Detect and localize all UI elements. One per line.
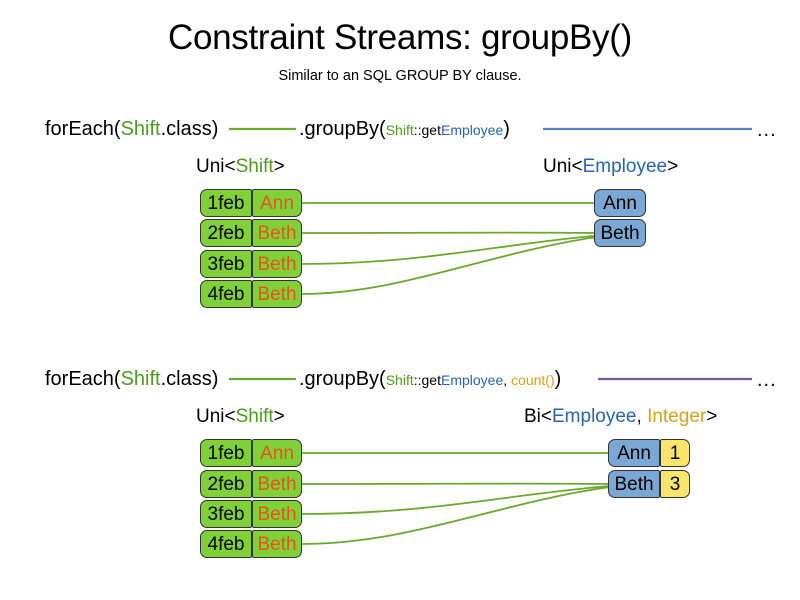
employee-name: Ann bbox=[594, 189, 646, 217]
shift-date: 3feb bbox=[200, 500, 252, 528]
shift-fact-row[interactable]: 2feb Beth bbox=[200, 219, 302, 247]
link-shift-3feb-beth bbox=[301, 234, 604, 265]
mapper-class: Shift bbox=[385, 372, 414, 388]
employee-count-row[interactable]: Ann 1 bbox=[608, 439, 690, 467]
for-each-close: .class) bbox=[160, 118, 219, 140]
shift-employee: Beth bbox=[252, 219, 302, 247]
link-shift-4feb-beth bbox=[301, 235, 604, 295]
mapper-separator: ::get bbox=[413, 372, 441, 388]
shift-date: 2feb bbox=[200, 470, 252, 498]
shift-fact-row[interactable]: 4feb Beth bbox=[200, 530, 302, 558]
shift-fact-row[interactable]: 1feb Ann bbox=[200, 439, 302, 467]
shift-date: 4feb bbox=[200, 280, 252, 308]
employee-name: Ann bbox=[608, 439, 660, 467]
trailing-ellipsis-1: ... bbox=[757, 119, 777, 141]
page-title: Constraint Streams: groupBy() bbox=[168, 18, 632, 57]
page-subtitle: Similar to an SQL GROUP BY clause. bbox=[278, 68, 522, 84]
left-type-label-2: Uni<Shift> bbox=[196, 406, 285, 428]
right-type-prefix: Uni< bbox=[543, 156, 583, 177]
code-line-groupby-single: forEach(Shift.class) bbox=[45, 119, 218, 139]
group-by-close: ) bbox=[554, 368, 562, 390]
group-by-open: .groupBy( bbox=[299, 368, 386, 390]
employee-result-row[interactable]: Beth bbox=[594, 219, 646, 247]
shift-fact-row[interactable]: 3feb Beth bbox=[200, 500, 302, 528]
for-each-close: .class) bbox=[160, 368, 219, 390]
employee-result-row[interactable]: Ann bbox=[594, 189, 646, 217]
collector-separator: , bbox=[503, 372, 512, 388]
code-line-groupby-count: forEach(Shift.class) bbox=[45, 369, 218, 389]
left-type-suffix: > bbox=[273, 156, 285, 177]
link2-shift-4feb-beth bbox=[301, 486, 611, 545]
trailing-ellipsis-2: ... bbox=[757, 369, 777, 391]
shift-date: 2feb bbox=[200, 219, 252, 247]
employee-count: 3 bbox=[660, 470, 690, 498]
link2-shift-3feb-beth bbox=[301, 485, 611, 515]
left-type-name: Shift bbox=[235, 406, 274, 427]
for-each-open: forEach( bbox=[45, 118, 121, 140]
right-type-prefix: Bi< bbox=[524, 406, 552, 427]
right-type-suffix: > bbox=[667, 156, 679, 177]
employee-name: Beth bbox=[608, 470, 660, 498]
shift-employee: Ann bbox=[252, 439, 302, 467]
shift-fact-row[interactable]: 1feb Ann bbox=[200, 189, 302, 217]
group-by-call-count: .groupBy(Shift::getEmployee, count()) bbox=[299, 369, 561, 389]
shift-employee: Beth bbox=[252, 500, 302, 528]
employee-name: Beth bbox=[594, 219, 646, 247]
shift-date: 3feb bbox=[200, 250, 252, 278]
employee-count-row[interactable]: Beth 3 bbox=[608, 470, 690, 498]
left-type-prefix: Uni< bbox=[196, 156, 236, 177]
for-each-open: forEach( bbox=[45, 368, 121, 390]
group-by-close: ) bbox=[503, 118, 510, 140]
shift-employee: Ann bbox=[252, 189, 302, 217]
right-type-suffix: > bbox=[706, 406, 718, 427]
shift-employee: Beth bbox=[252, 280, 302, 308]
mapper-property: Employee bbox=[440, 372, 504, 388]
right-type-label-1: Uni<Employee> bbox=[543, 156, 678, 178]
collector-count: count() bbox=[511, 372, 555, 388]
for-each-type: Shift bbox=[120, 368, 161, 390]
mapper-property: Employee bbox=[440, 122, 504, 138]
right-type-separator: , bbox=[636, 406, 648, 427]
for-each-type: Shift bbox=[120, 118, 161, 140]
group-by-call-single: .groupBy(Shift::getEmployee) bbox=[299, 119, 510, 139]
right-type-name-2: Integer bbox=[647, 406, 707, 427]
shift-employee: Beth bbox=[252, 470, 302, 498]
left-type-name: Shift bbox=[235, 156, 274, 177]
employee-count: 1 bbox=[660, 439, 690, 467]
right-type-label-2: Bi<Employee, Integer> bbox=[524, 406, 717, 428]
right-type-name: Employee bbox=[552, 406, 637, 427]
mapper-separator: ::get bbox=[413, 122, 441, 138]
shift-employee: Beth bbox=[252, 250, 302, 278]
left-type-suffix: > bbox=[273, 406, 285, 427]
mapper-class: Shift bbox=[385, 122, 414, 138]
shift-employee: Beth bbox=[252, 530, 302, 558]
shift-date: 1feb bbox=[200, 189, 252, 217]
left-type-label-1: Uni<Shift> bbox=[196, 156, 285, 178]
shift-fact-row[interactable]: 4feb Beth bbox=[200, 280, 302, 308]
right-type-name: Employee bbox=[582, 156, 668, 177]
shift-date: 4feb bbox=[200, 530, 252, 558]
left-type-prefix: Uni< bbox=[196, 406, 236, 427]
shift-fact-row[interactable]: 2feb Beth bbox=[200, 470, 302, 498]
shift-fact-row[interactable]: 3feb Beth bbox=[200, 250, 302, 278]
group-by-open: .groupBy( bbox=[299, 118, 386, 140]
shift-date: 1feb bbox=[200, 439, 252, 467]
